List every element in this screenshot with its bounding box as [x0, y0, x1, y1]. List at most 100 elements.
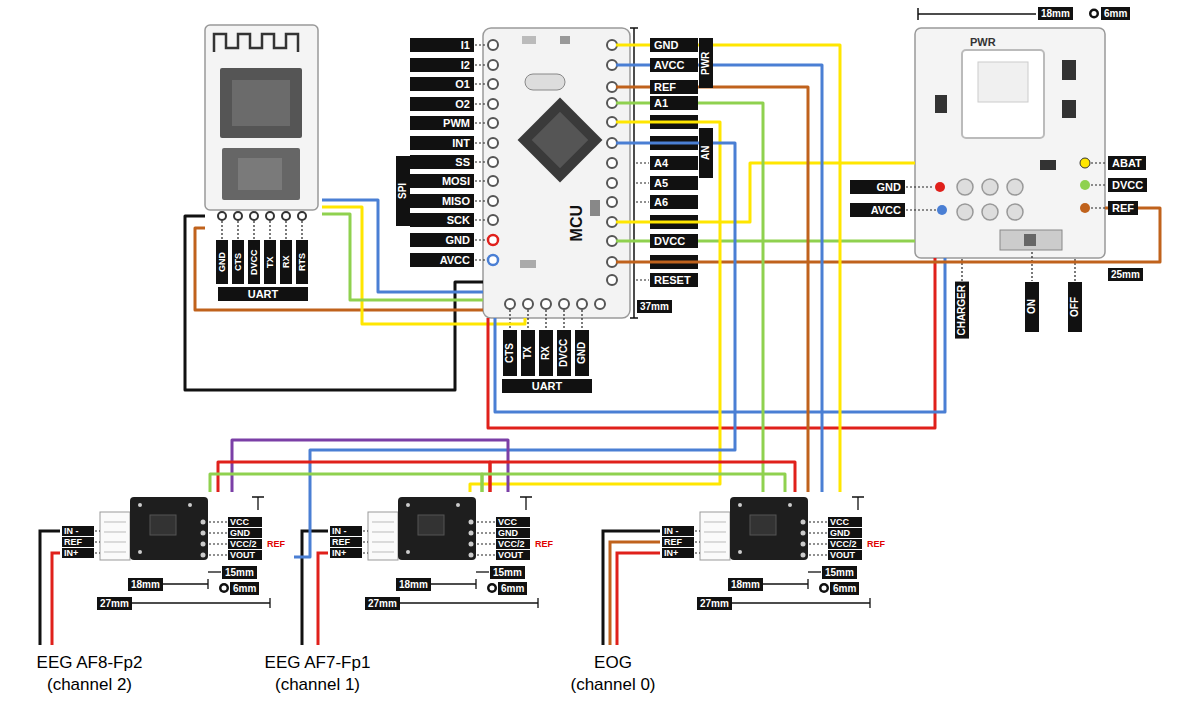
- mcu-board-picture: [607, 138, 617, 148]
- mcu-board-picture: [475, 180, 487, 181]
- amplifier-picture: [104, 552, 126, 553]
- pin-label: VCC/2: [828, 539, 862, 549]
- pin-label: AVCC: [850, 203, 905, 217]
- bluetooth-module-picture: [222, 148, 300, 200]
- amplifier-board: IN -REFIN+VCCGNDVCC/2VOUTREF: [326, 492, 562, 562]
- pin-label: DVCC: [650, 234, 698, 248]
- power-board-picture: [957, 179, 973, 195]
- mcu-board-picture: [607, 257, 617, 267]
- amplifier-picture: [104, 542, 126, 543]
- reference-note: REF: [866, 539, 886, 549]
- wire: [470, 122, 720, 492]
- power-board-picture: [906, 186, 934, 187]
- pin-label: IN -: [330, 526, 362, 536]
- pin-label: A5: [650, 176, 698, 190]
- power-board-picture: [918, 8, 1036, 20]
- pin-label: DVCC: [248, 240, 260, 284]
- mcu-board-picture: [560, 36, 570, 44]
- bluetooth-module-picture: [282, 212, 290, 220]
- pin-label: I2: [410, 58, 474, 72]
- bluetooth-module-picture: [301, 221, 302, 239]
- pin-label: O1: [410, 77, 474, 91]
- dimension-label: 6mm: [498, 582, 527, 595]
- bluetooth-module-picture: [205, 25, 318, 239]
- electrode-wires: [40, 531, 660, 645]
- mcu-board-picture: [563, 310, 564, 329]
- mcu-board-picture: [475, 28, 698, 329]
- pin-label: REF: [650, 80, 698, 94]
- amplifier-picture: [95, 497, 270, 608]
- power-board-picture: [1091, 207, 1107, 208]
- mcu-board-picture: [475, 239, 487, 240]
- dimension-label: 18mm: [128, 578, 163, 591]
- mcu-board-picture: [488, 255, 498, 265]
- mcu-board-picture: [607, 40, 617, 50]
- mcu-board-picture: [636, 201, 649, 202]
- amplifier-picture: [209, 543, 227, 544]
- pin-label: VCC/2: [496, 539, 530, 549]
- mcu-board-picture: [616, 221, 630, 224]
- amplifier-picture: [201, 542, 206, 547]
- mcu-board-picture: [607, 217, 617, 227]
- mcu-board-picture: [630, 317, 638, 319]
- dimension-label: 6mm: [830, 582, 859, 595]
- mcu-board-picture: [505, 299, 515, 309]
- amplifier-picture: [104, 532, 126, 533]
- pin-label: IN+: [62, 548, 94, 558]
- amplifier-picture: [104, 522, 126, 523]
- pin-label: GND: [410, 233, 474, 247]
- mcu-board-picture: [527, 310, 528, 329]
- pin-label: RTS: [296, 240, 308, 284]
- mcu-board-picture: [607, 178, 617, 188]
- mcu-board-picture: [607, 236, 617, 246]
- pin-label: GND: [575, 330, 589, 376]
- power-board-picture: [1031, 252, 1032, 281]
- mcu-board-picture: [523, 299, 533, 309]
- power-board-picture: [957, 204, 973, 220]
- pin-label: TX: [521, 330, 535, 376]
- pin-label: VCC/2: [228, 539, 262, 549]
- bus-label: PWR: [699, 38, 713, 88]
- bluetooth-module-picture: [250, 212, 258, 220]
- mcu-board-picture: [488, 157, 498, 167]
- pin-label: O2: [410, 97, 474, 111]
- electrode-wires: [302, 531, 328, 645]
- dimension-label: 15mm: [222, 566, 257, 579]
- mcu-board-picture: [532, 112, 589, 169]
- amplifier-picture: [138, 550, 142, 554]
- mcu-board-picture: [545, 310, 546, 329]
- dimension-label: 37mm: [637, 300, 672, 313]
- pin-label: GND: [216, 240, 228, 284]
- power-board-picture: [1000, 230, 1062, 250]
- power-board-picture: [978, 62, 1028, 102]
- power-board-picture: [906, 8, 1107, 281]
- power-board-picture: [1007, 204, 1023, 220]
- pin-label: AVCC: [410, 253, 474, 267]
- amplifier-picture: [209, 521, 227, 522]
- mcu-board-picture: [650, 115, 698, 269]
- mcu-board-picture: [488, 176, 498, 186]
- amplifier-picture: [131, 497, 270, 608]
- bluetooth-module-picture: [232, 80, 290, 126]
- amplifier-picture: [104, 522, 126, 552]
- pin-label: GND: [496, 528, 530, 538]
- amplifier-picture: [188, 503, 192, 507]
- pin-label: IN -: [662, 526, 694, 536]
- pin-label: IN -: [62, 526, 94, 536]
- power-board-picture: [935, 95, 947, 113]
- mcu-board-picture: [488, 118, 498, 128]
- amplifier-picture: [150, 515, 176, 535]
- pin-label: REF: [662, 537, 694, 547]
- amplifier-picture: [222, 586, 227, 591]
- pin-label: VCC: [228, 517, 262, 527]
- power-board-picture: [935, 182, 945, 192]
- mcu-board-picture: [541, 299, 551, 309]
- amplifier-picture: [209, 554, 227, 555]
- bus-label: AN: [699, 128, 713, 178]
- power-board-picture: [915, 28, 1105, 258]
- pin-label: A1: [650, 96, 698, 110]
- power-board-picture: [1062, 100, 1076, 118]
- pin-label: IN+: [330, 548, 362, 558]
- dimension-label: 6mm: [1101, 7, 1130, 20]
- mcu-board-picture: [616, 142, 630, 145]
